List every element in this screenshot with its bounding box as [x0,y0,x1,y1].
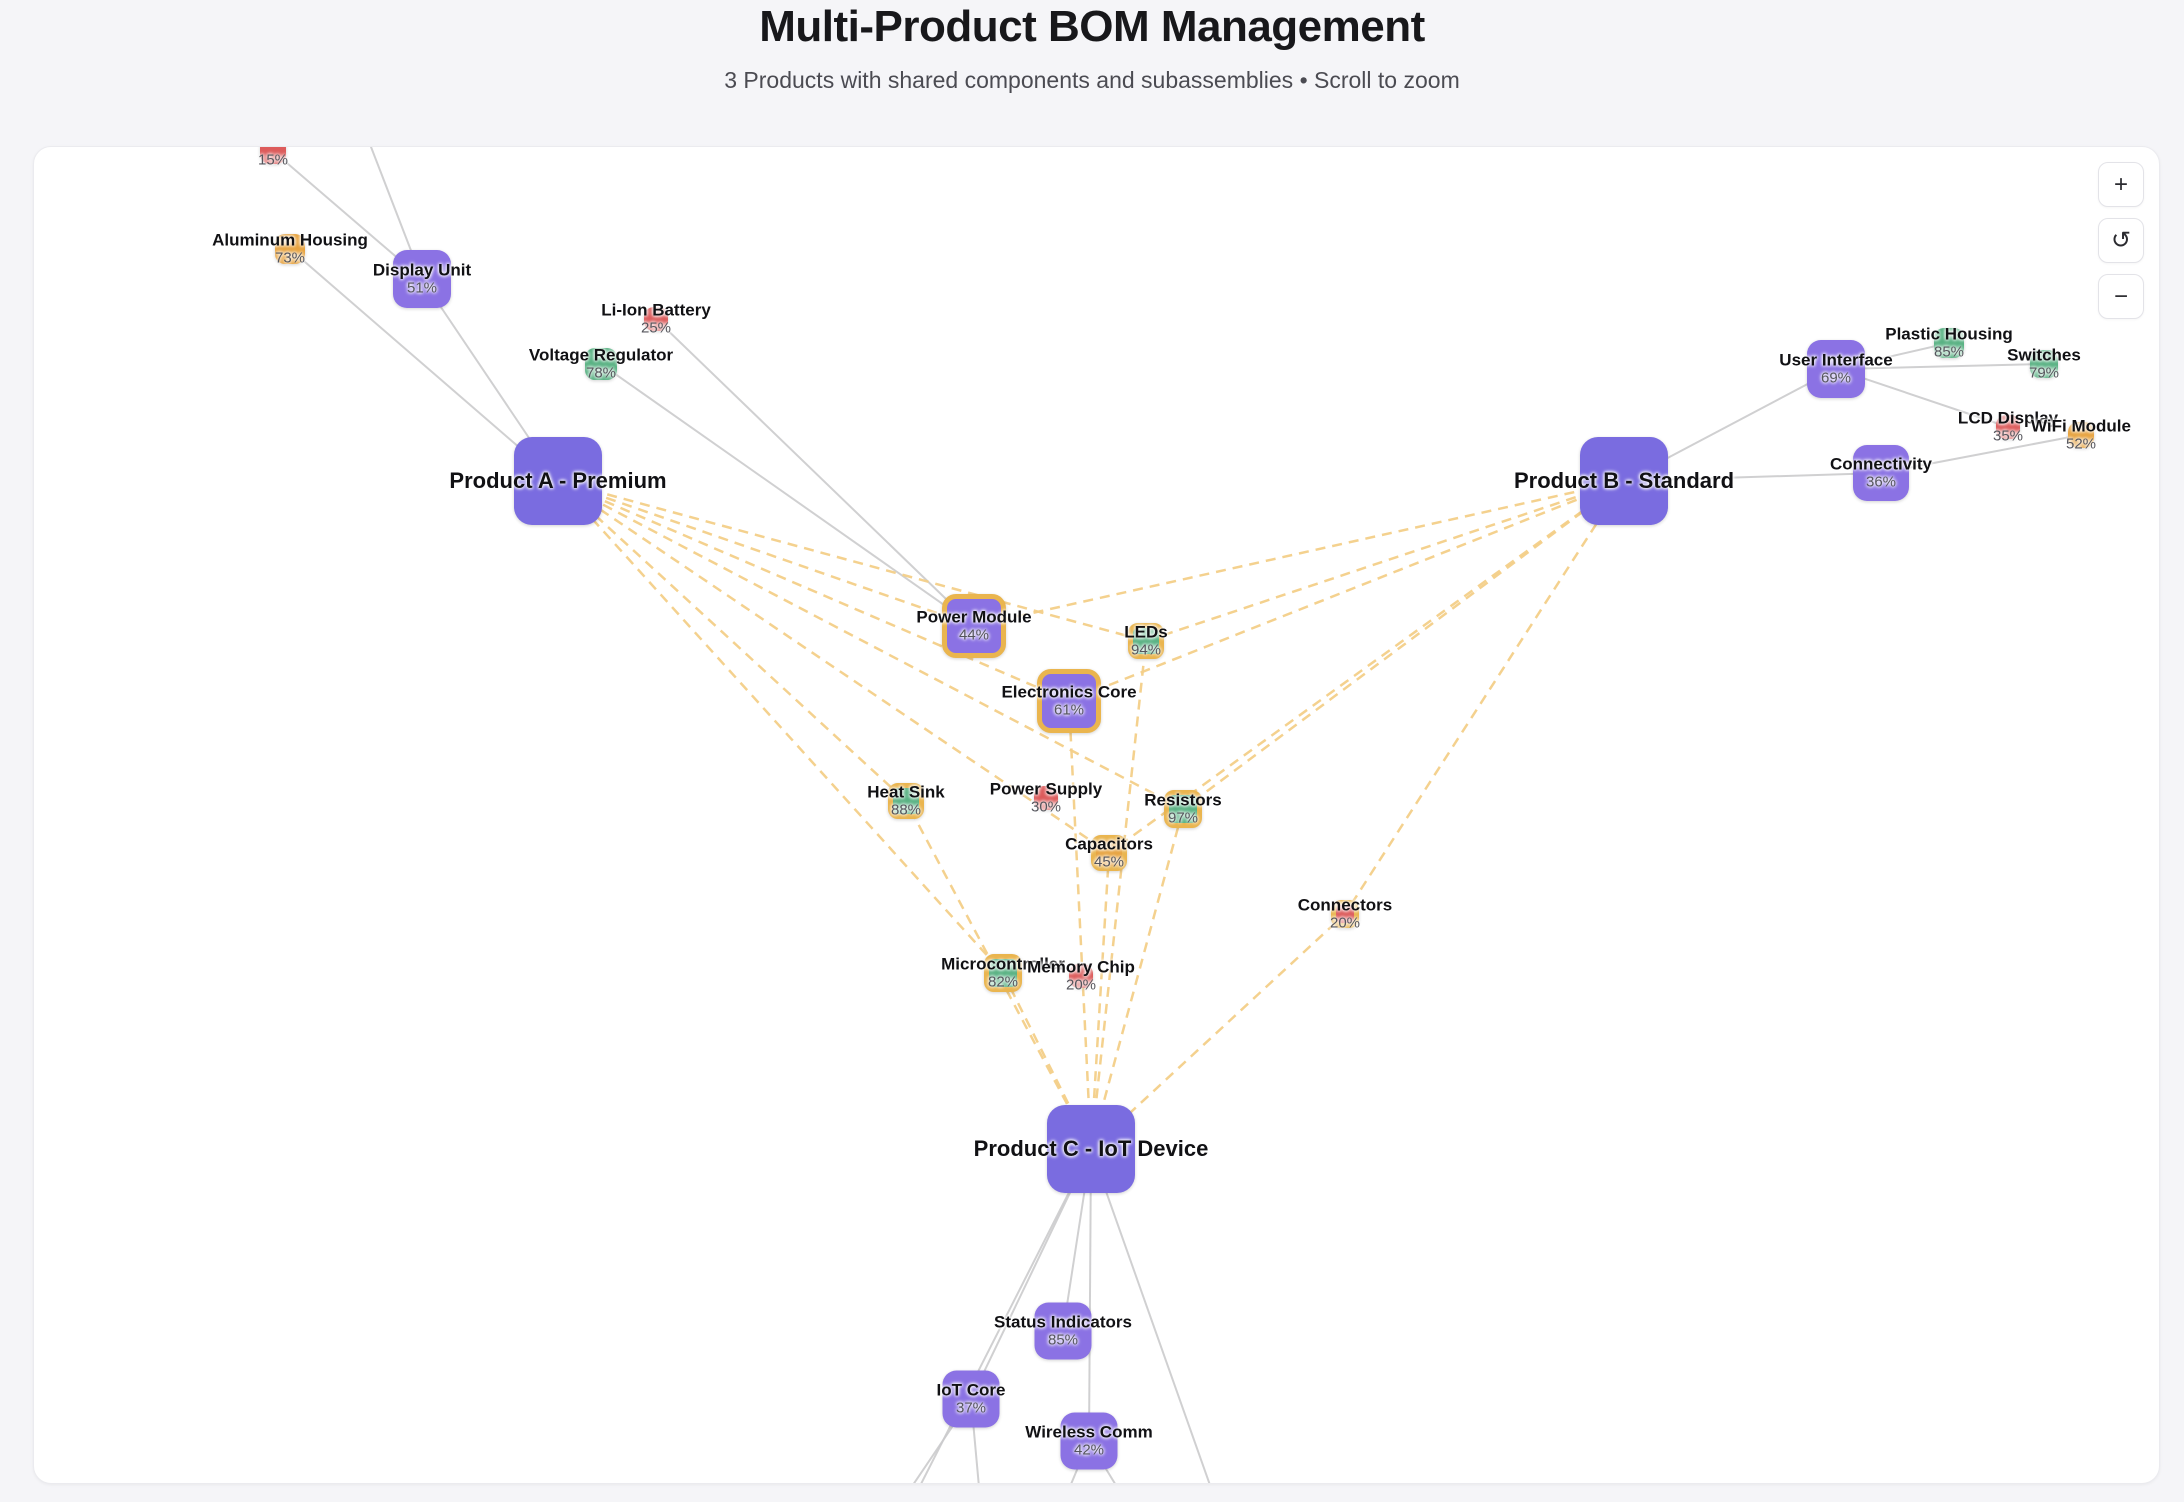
node-box [514,437,602,525]
node-box [1934,328,1964,358]
page-subtitle: 3 Products with shared components and su… [724,66,1460,93]
edge-solid [1090,1148,1211,1483]
node-box [393,250,451,308]
reset-icon: ↺ [2110,226,2132,254]
node-box [1996,415,2020,439]
edge-dashed [557,479,1184,811]
minus-icon: − [2113,282,2128,310]
edge-dashed [1343,480,1626,915]
edge-solid [970,1398,980,1483]
node-box [260,147,286,164]
edge-dashed [1068,479,1625,703]
edges-layer [272,147,2082,1483]
edge-dashed [904,800,1093,1150]
edge-solid [600,363,975,627]
node-box [1034,786,1058,810]
node-box [1069,964,1093,988]
zoom-out-button[interactable]: − [2098,274,2144,319]
edge-solid [1835,363,2045,370]
node-box-shared [1091,835,1127,871]
node-box-shared [984,954,1022,992]
node-box [1580,437,1668,525]
node-box [1047,1105,1135,1193]
node-box-shared [1331,900,1359,928]
page-header: Multi-Product BOM Management 3 Products … [0,0,2184,94]
node-box-shared [1164,790,1202,828]
node-box-shared [1128,623,1164,659]
edge-solid [369,147,423,280]
edge-dashed [1089,640,1148,1150]
edge-dashed [1089,852,1111,1150]
edge-dashed [557,479,1110,855]
edge-dashed [557,479,975,628]
node-box-shared [942,594,1006,658]
edge-solid [655,318,975,627]
edge-dashed [1090,913,1346,1150]
zoom-controls: + ↺ − [2098,162,2144,319]
node-box [1060,1412,1118,1470]
edge-dashed [557,480,907,802]
node-box [275,234,305,264]
node-box [1853,445,1909,501]
edge-solid [289,248,559,482]
edge-dashed [1182,479,1625,811]
edge-dashed [973,479,1625,628]
node-box [1034,1302,1092,1360]
node-box-shared [888,783,924,819]
reset-view-button[interactable]: ↺ [2098,218,2144,263]
zoom-in-button[interactable]: + [2098,162,2144,207]
node-box-shared [1037,669,1101,733]
edge-solid [913,1398,972,1483]
edge-dashed [557,479,1070,703]
node-box [1807,340,1865,398]
node-box [644,307,668,331]
plus-icon: + [2113,170,2128,198]
edge-solid [1880,434,2082,474]
edge-solid [1088,1148,1092,1442]
edge-dashed [557,480,1004,974]
node-box [942,1370,1000,1428]
edge-dashed [1067,700,1093,1150]
node-box [2030,350,2058,378]
edge-solid [920,1148,1092,1483]
edge-dashed [1089,808,1185,1150]
page-title: Multi-Product BOM Management [759,2,1425,51]
edge-dashed [1145,479,1625,643]
node-box [2068,422,2094,448]
node-box [585,348,617,380]
